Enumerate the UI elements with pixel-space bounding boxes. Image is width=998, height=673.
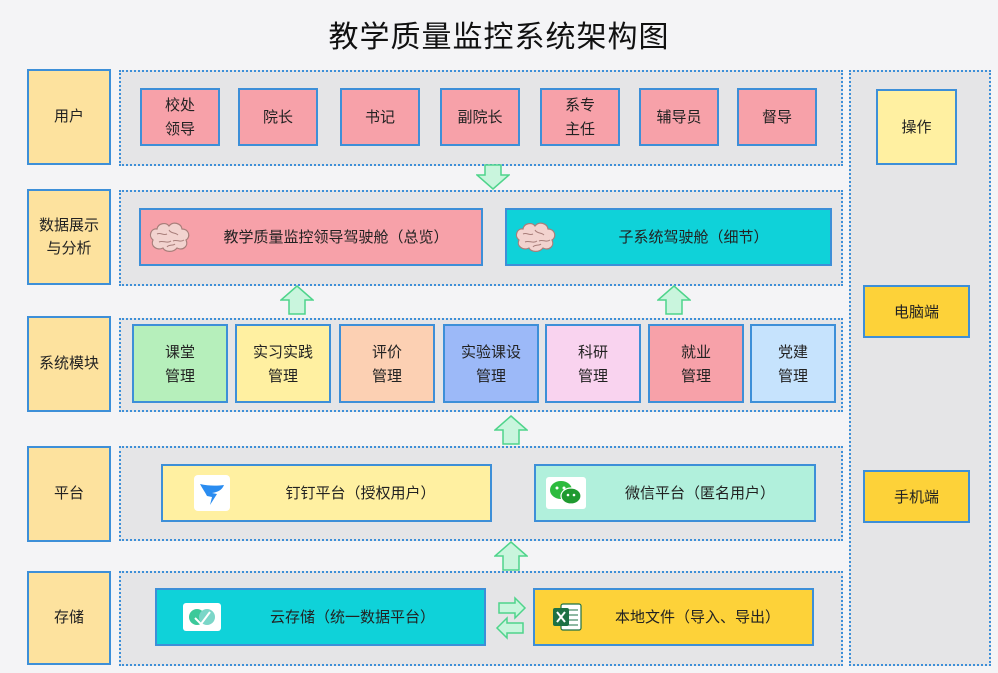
operation-mobile: 手机端 [863,470,970,523]
wechat-platform-label: 微信平台（匿名用户） [624,484,775,502]
user-supervisor: 督导 [737,88,817,146]
row-label-modules: 系统模块 [27,316,111,412]
user-vice-dean: 副院长 [440,88,520,146]
page-title: 教学质量监控系统架构图 [328,20,670,55]
module-internship: 实习实践 管理 [235,324,331,403]
cloud-storage-icon [183,603,221,631]
sub-cockpit-label: 子系统驾驶舱（细节） [618,228,769,246]
local-files: 本地文件（导入、导出） [533,588,814,646]
module-party-building: 党建 管理 [750,324,836,403]
brain-icon [515,222,556,252]
dingtalk-platform-label: 钉钉平台（授权用户） [285,484,436,502]
bidirectional-arrow-icon [495,596,527,640]
down-arrow-icon [476,164,510,190]
module-employment: 就业 管理 [648,324,744,403]
up-arrow-icon [494,541,528,571]
cloud-storage-label: 云存储（统一数据平台） [269,608,435,626]
brain-icon [149,222,190,252]
up-arrow-icon [494,415,528,445]
operation-title: 操作 [876,89,957,165]
row-label-user: 用户 [27,69,111,165]
user-school-leader: 校处 领导 [140,88,220,146]
operation-pc: 电脑端 [863,285,970,338]
up-arrow-icon [280,285,314,315]
user-department-director: 系专 主任 [540,88,620,146]
row-label-display: 数据展示 与分析 [27,189,111,285]
wechat-icon [546,477,586,509]
leader-cockpit-label: 教学质量监控领导驾驶舱（总览） [223,228,449,246]
module-classroom: 课堂 管理 [132,324,228,403]
panel-operation [849,70,991,666]
module-research: 科研 管理 [545,324,641,403]
row-label-platform: 平台 [27,446,111,542]
cloud-storage: 云存储（统一数据平台） [155,588,486,646]
user-secretary: 书记 [340,88,420,146]
row-label-storage: 存储 [27,571,111,665]
module-lab-design: 实验课设 管理 [443,324,539,403]
local-files-label: 本地文件（导入、导出） [614,608,780,626]
module-evaluation: 评价 管理 [339,324,435,403]
excel-icon [553,603,582,631]
dingtalk-platform: 钉钉平台（授权用户） [161,464,492,522]
up-arrow-icon [657,285,691,315]
wechat-platform: 微信平台（匿名用户） [534,464,816,522]
user-dean: 院长 [238,88,318,146]
dingtalk-icon [194,475,230,511]
user-counselor: 辅导员 [639,88,719,146]
sub-cockpit: 子系统驾驶舱（细节） [505,208,832,266]
leader-cockpit: 教学质量监控领导驾驶舱（总览） [139,208,483,266]
